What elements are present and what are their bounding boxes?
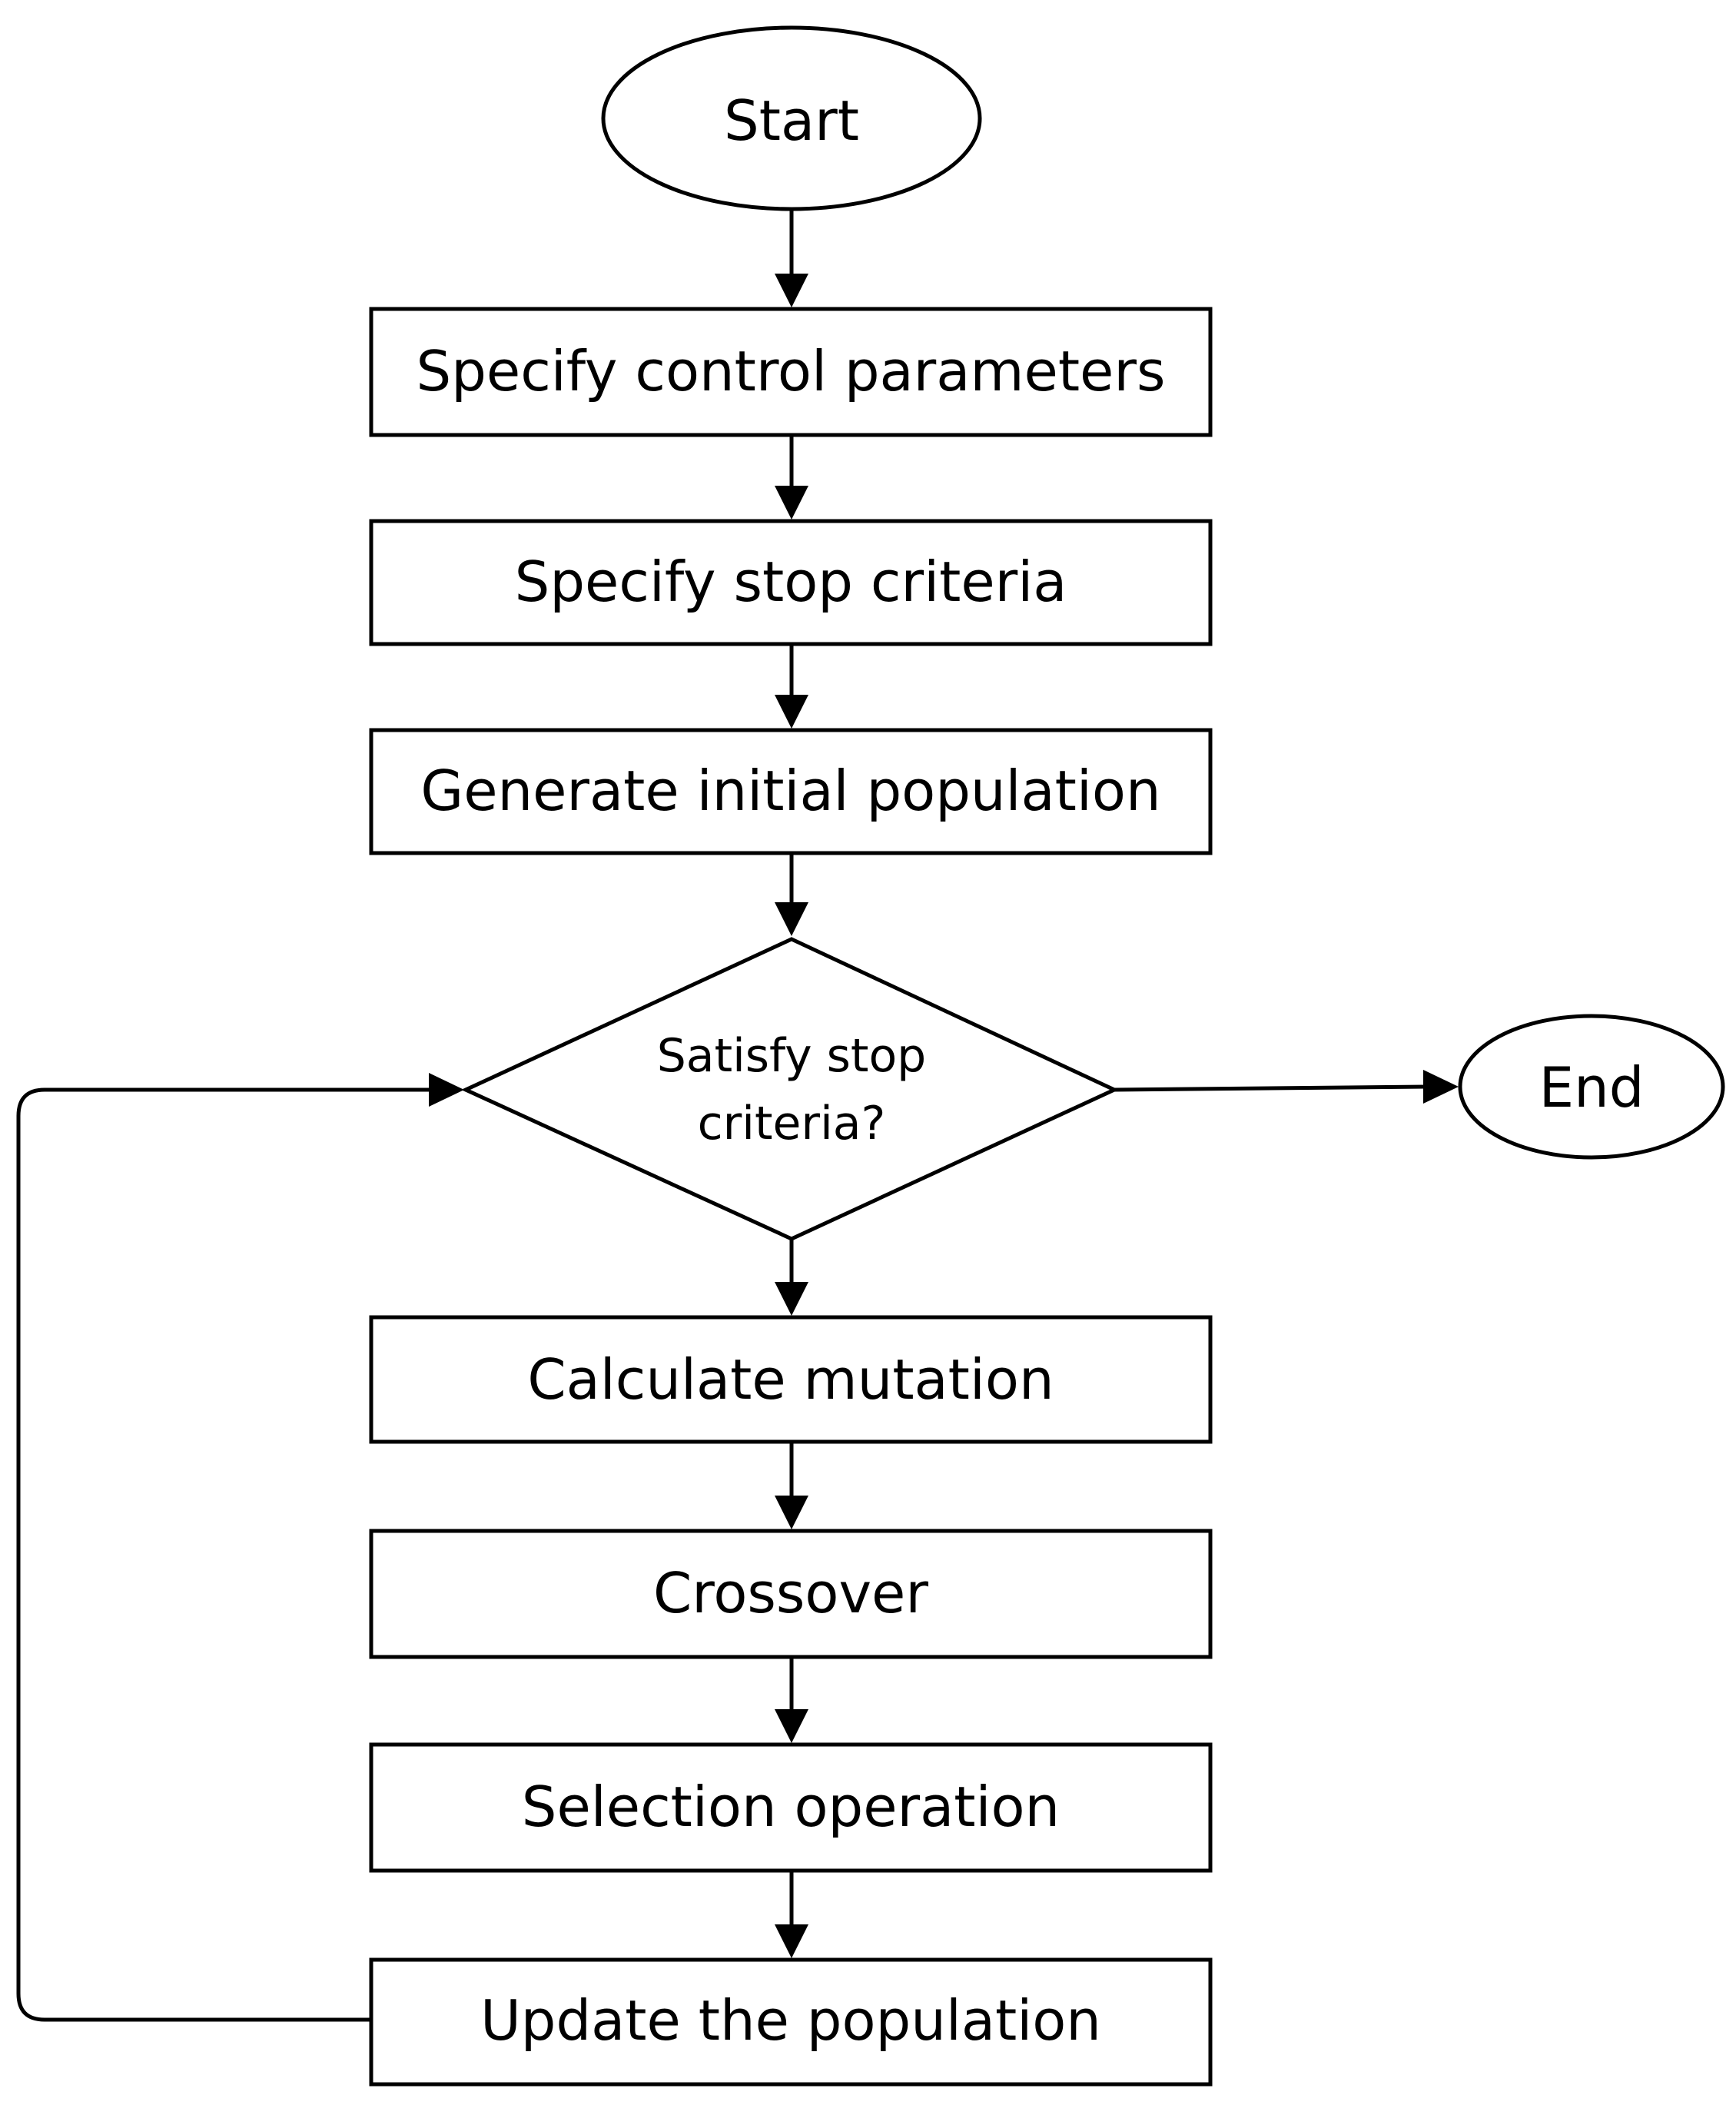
end-label: End [1539,1055,1645,1120]
step-update-population-label: Update the population [480,1988,1101,2053]
arrow-start-to-control-parameters [775,209,808,307]
arrow-stop-criteria-to-initial-population [775,644,808,729]
end-node: End [1458,1014,1725,1160]
arrow-decision-to-end [1114,1070,1459,1104]
arrow-crossover-to-selection [775,1657,808,1743]
step-crossover: Crossover [369,1529,1213,1659]
arrow-selection-to-update [775,1871,808,1958]
step-generate-initial-population-label: Generate initial population [420,759,1160,823]
step-specify-stop-criteria-label: Specify stop criteria [515,549,1067,614]
step-selection-operation-label: Selection operation [522,1775,1060,1839]
start-label: Start [724,88,859,153]
arrow-decision-to-mutation [775,1239,808,1316]
start-node: Start [601,25,982,211]
step-update-population: Update the population [369,1957,1213,2087]
arrow-loop-back-to-decision [16,1073,464,2022]
step-crossover-label: Crossover [653,1561,928,1625]
step-calculate-mutation: Calculate mutation [369,1315,1213,1444]
step-specify-control-parameters: Specify control parameters [369,307,1213,437]
step-specify-control-parameters-label: Specify control parameters [417,339,1166,403]
decision-satisfy-stop-criteria: Satisfy stop criteria? [461,937,1119,1241]
step-calculate-mutation-label: Calculate mutation [527,1347,1054,1412]
arrow-initial-population-to-decision [775,853,808,936]
arrow-control-parameters-to-stop-criteria [775,435,808,520]
arrow-mutation-to-crossover [775,1442,808,1529]
decision-label-line1: Satisfy stop [657,1029,927,1083]
step-generate-initial-population: Generate initial population [369,728,1213,855]
decision-label-line2: criteria? [698,1097,886,1150]
step-selection-operation: Selection operation [369,1742,1213,1873]
step-specify-stop-criteria: Specify stop criteria [369,519,1213,646]
